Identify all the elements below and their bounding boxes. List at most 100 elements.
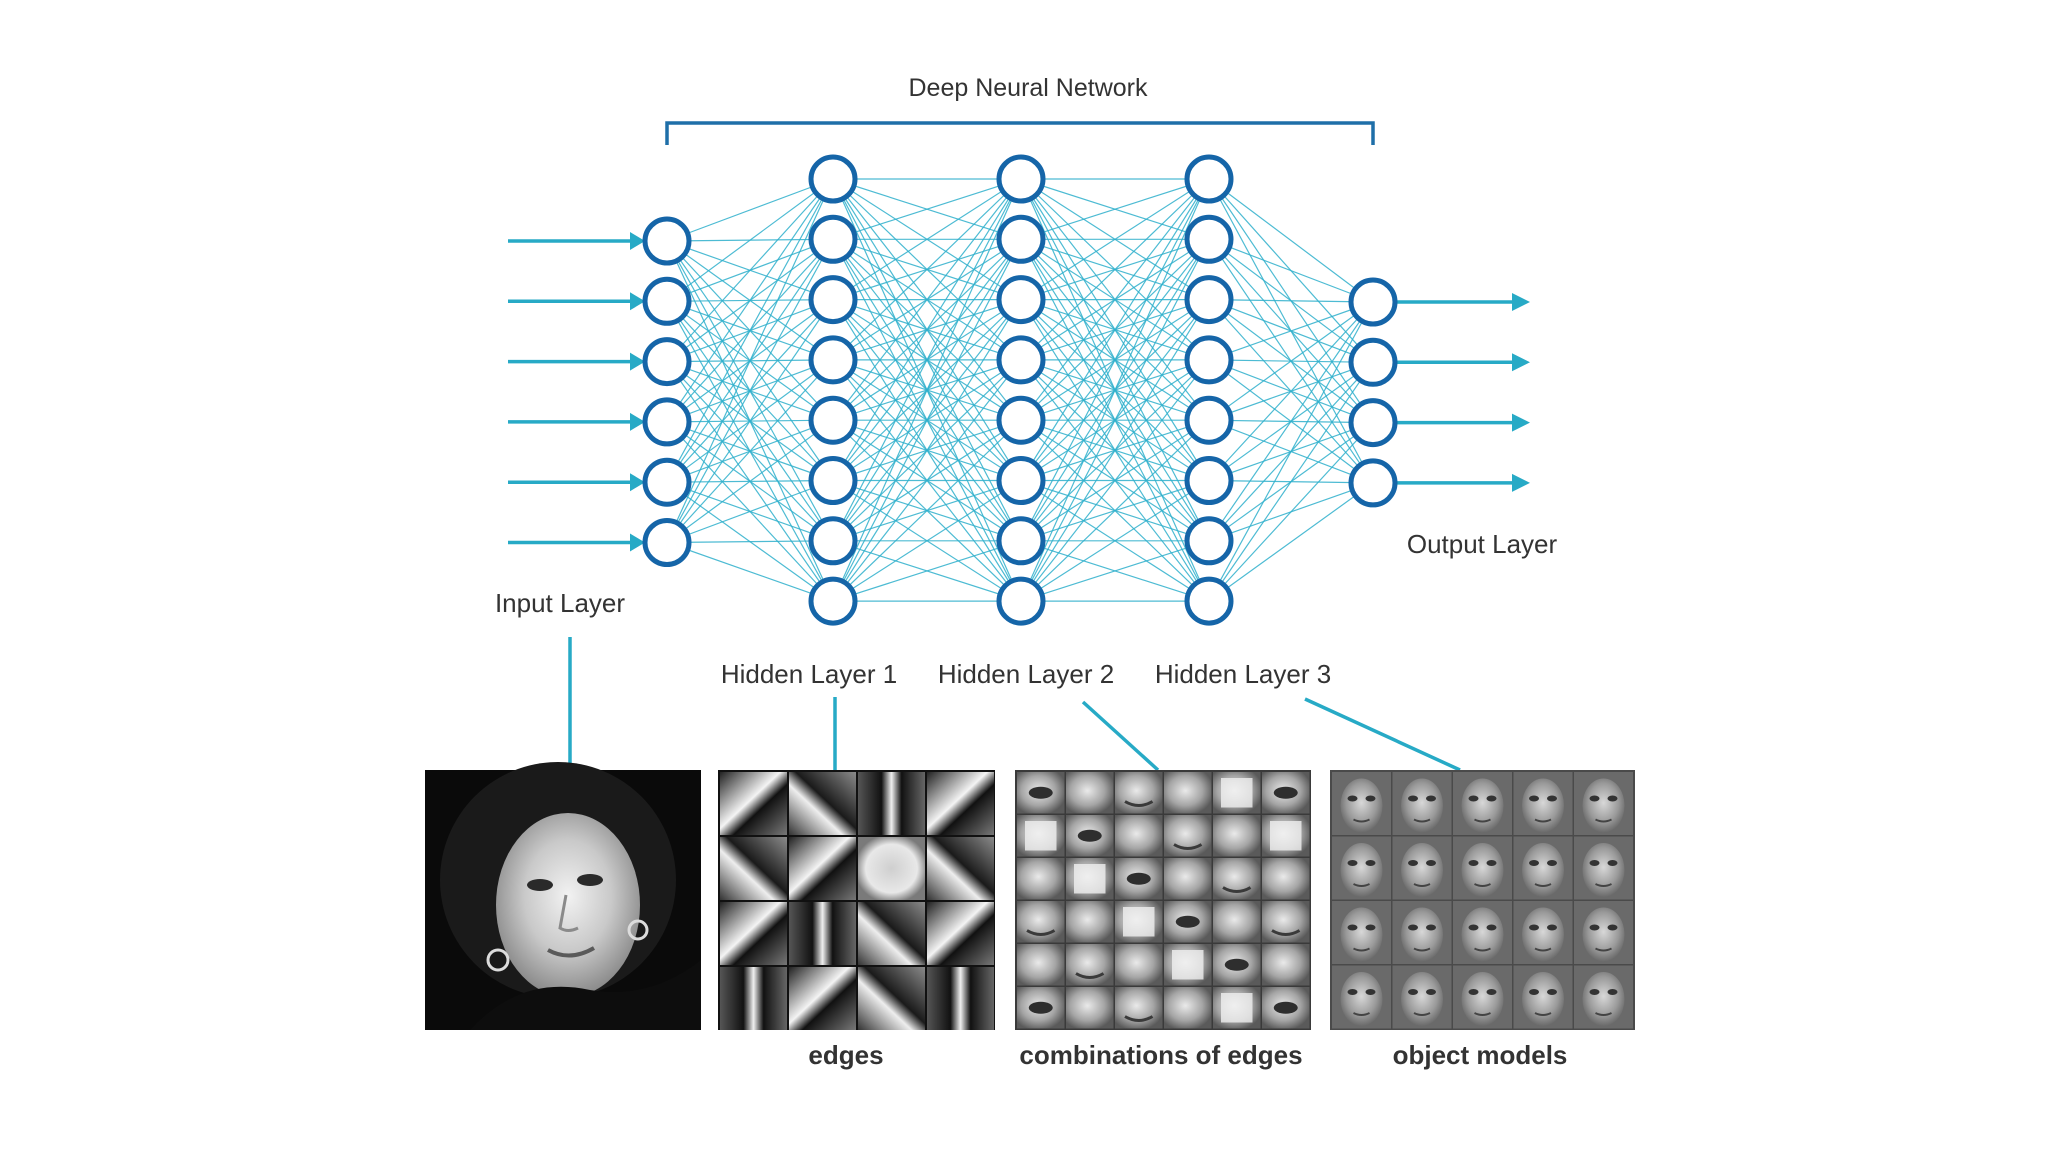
eye-feature-mark [1029,1002,1053,1014]
part-feature-tile [1164,815,1212,857]
edge-filter-tile [858,837,925,900]
network-nodes [645,157,1395,623]
input-image-panel [425,762,701,1030]
edge-filter-tile [720,837,787,900]
edge-filter-tile [789,772,856,835]
output-node-3 [1351,401,1395,445]
face-model-eye [1608,860,1618,866]
face-model-shape [1583,908,1625,962]
left-eye [527,879,553,891]
edge-filter-tile [927,967,994,1030]
connection-l0-0-0 [667,179,833,241]
face-model-eye [1547,796,1557,802]
output-arrow-head [1512,353,1530,371]
bright-feature-mark [1270,821,1302,851]
output-node-2 [1351,340,1395,384]
face-model-eye [1366,860,1376,866]
face-model-eye [1529,860,1539,866]
hidden1-node-5 [811,398,855,442]
face-model-eye [1590,989,1600,995]
face-model-eye [1348,989,1358,995]
part-feature-tile [1164,987,1212,1029]
connection-l3-0-0 [1209,179,1373,302]
edges-caption: edges [808,1040,883,1070]
hidden3-node-1 [1187,157,1231,201]
parts-feature-panel [1015,770,1311,1030]
connection-l3-4-0 [1209,302,1373,420]
object-models-panel [1330,770,1635,1030]
deep-network-bracket [667,123,1373,145]
face-model-eye [1487,989,1497,995]
face-model-shape [1522,779,1564,833]
connection-l0-5-7 [667,543,833,602]
edge-filter-tile [858,902,925,965]
part-feature-tile [1115,772,1163,814]
connection-l3-1-0 [1209,239,1373,302]
face-model-shape [1462,972,1504,1026]
face-model-eye [1590,925,1600,931]
face-model-eye [1408,796,1418,802]
input-node-2 [645,279,689,323]
input-node-5 [645,460,689,504]
object-models-caption: object models [1393,1040,1568,1070]
part-feature-tile [1017,858,1065,900]
face-model-eye [1529,989,1539,995]
face-model-eye [1469,860,1479,866]
face-model-eye [1348,925,1358,931]
part-feature-tile [1115,815,1163,857]
face-model-shape [1341,972,1383,1026]
eye-feature-mark [1127,873,1151,885]
face-model-shape [1462,843,1504,897]
hidden3-node-3 [1187,278,1231,322]
face-model-eye [1366,989,1376,995]
bright-feature-mark [1221,993,1253,1023]
bright-feature-mark [1172,950,1204,980]
eye-feature-mark [1274,787,1298,799]
face-model-shape [1401,908,1443,962]
edge-filter-tile [720,967,787,1030]
face-model-eye [1426,860,1436,866]
hidden-layer-3-label: Hidden Layer 3 [1155,659,1331,689]
hidden2-node-6 [999,459,1043,503]
face-model-eye [1408,925,1418,931]
face-model-shape [1341,779,1383,833]
connection-l0-5-6 [667,541,833,543]
face-model-eye [1487,796,1497,802]
hidden2-node-2 [999,217,1043,261]
edge-filter-tile [789,902,856,965]
diagram-title: Deep Neural Network [909,74,1148,102]
connection-l0-2-0 [667,179,833,362]
edge-filter-tile [927,837,994,900]
output-arrow-head [1512,474,1530,492]
eye-feature-mark [1029,787,1053,799]
part-feature-tile [1017,944,1065,986]
face-model-eye [1426,925,1436,931]
hidden1-node-1 [811,157,855,201]
part-feature-tile [1213,901,1261,943]
edge-filter-tile [720,902,787,965]
part-feature-tile [1066,772,1114,814]
part-feature-tile [1164,858,1212,900]
connection-l0-4-0 [667,179,833,482]
hidden2-callout-line [1083,702,1158,770]
part-feature-tile [1115,944,1163,986]
edge-filter-tile [858,967,925,1030]
hidden3-node-5 [1187,398,1231,442]
face-model-shape [1583,843,1625,897]
connection-l3-5-0 [1209,302,1373,481]
connection-l0-5-3 [667,360,833,543]
face-model-shape [1341,908,1383,962]
bright-feature-mark [1074,864,1106,894]
face-model-eye [1426,796,1436,802]
part-feature-tile [1066,987,1114,1029]
eye-feature-mark [1078,830,1102,842]
face-model-eye [1547,989,1557,995]
face-model-eye [1469,925,1479,931]
edge-filter-tile [720,772,787,835]
part-feature-tile [1017,901,1065,943]
eye-feature-mark [1225,959,1249,971]
face-model-eye [1348,796,1358,802]
face-model-shape [1401,843,1443,897]
part-feature-tile [1262,901,1310,943]
